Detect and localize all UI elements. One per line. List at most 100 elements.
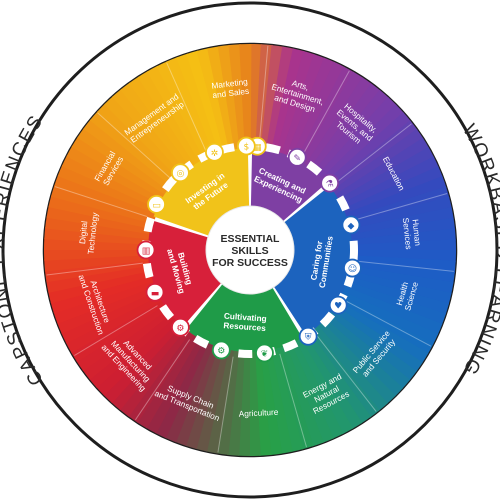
color-band-segment	[127, 330, 196, 423]
money-icon: $	[236, 136, 256, 156]
color-band-segment	[270, 48, 305, 154]
color-band-segment	[336, 147, 435, 206]
icon-badge	[298, 326, 318, 346]
color-band-segment	[207, 46, 236, 153]
color-band-segment	[336, 295, 434, 355]
color-band-segment	[349, 250, 456, 263]
icon-glyph: ⛨	[305, 333, 312, 343]
icon-glyph: ◆	[347, 221, 354, 231]
color-band-segment	[304, 77, 373, 170]
pathway-label: HumanServices	[401, 216, 424, 250]
color-band-segment	[349, 255, 456, 273]
color-band-segment	[270, 346, 304, 452]
color-band-segment	[96, 103, 180, 184]
sector-label: CultivatingResources	[223, 311, 267, 333]
center-label-line: ESSENTIAL	[221, 233, 281, 245]
color-band-segment	[343, 280, 446, 326]
icon-badge	[236, 136, 256, 156]
color-band-segment	[312, 89, 389, 177]
people-icon: ☺	[343, 258, 362, 278]
pathway-label-line: Services	[401, 217, 414, 250]
color-band-segment	[57, 285, 159, 334]
color-band-segment	[196, 48, 230, 154]
color-band-segment	[164, 341, 215, 443]
icon-badge	[341, 215, 361, 235]
color-band-segment	[176, 53, 220, 157]
color-band-segment	[70, 299, 167, 363]
color-band-segment	[54, 174, 157, 220]
color-band-segment	[345, 186, 450, 225]
icon-glyph: ✎	[293, 154, 301, 164]
color-band-segment	[333, 137, 430, 201]
icon-badge	[255, 343, 274, 363]
color-band-segment	[300, 71, 364, 167]
icon-glyph: ⚙	[217, 346, 225, 356]
color-band-segment	[259, 348, 283, 456]
color-band-segment	[217, 44, 241, 152]
sector-label-line: Resources	[223, 320, 266, 333]
pathway-divider	[345, 300, 432, 347]
color-band-segment	[338, 290, 439, 345]
color-band-segment	[82, 308, 173, 380]
truck-icon: ▬	[145, 282, 165, 302]
color-band-segment	[216, 348, 240, 455]
color-band-segment	[195, 346, 230, 452]
sector-label-line: Cultivating	[224, 311, 267, 324]
color-band-segment	[50, 275, 155, 314]
pathway-divider	[353, 193, 448, 221]
pathway-divider	[74, 305, 158, 357]
building-icon: ▥	[136, 240, 156, 260]
color-band-segment	[308, 327, 380, 418]
color-band-segment	[111, 323, 188, 411]
gear-icon: ⚙	[171, 317, 190, 337]
color-band-segment	[248, 349, 261, 457]
color-band-segment	[61, 290, 161, 344]
icon-badge	[320, 173, 340, 193]
pathway-divider	[301, 70, 350, 156]
heart-hands-icon: ♥	[328, 295, 348, 315]
color-band-segment	[186, 50, 225, 155]
color-band-segment	[77, 127, 170, 196]
pathway-divider	[97, 112, 171, 179]
science-flask-icon: ⚗	[320, 173, 340, 193]
pathway-label: Agriculture	[238, 407, 279, 419]
color-band-segment	[341, 166, 443, 215]
color-band-segment	[44, 227, 151, 245]
color-band-segment	[46, 264, 153, 293]
color-band-segment	[120, 82, 192, 173]
color-band-segment	[57, 164, 159, 215]
color-band-segment	[316, 320, 396, 405]
color-band-segment	[227, 349, 245, 456]
color-band-segment	[119, 327, 192, 417]
palette-icon: ✎	[287, 147, 307, 167]
color-band-segment	[136, 333, 200, 429]
color-band-segment	[265, 46, 295, 153]
pathway-divider	[334, 123, 412, 184]
pathway-divider	[279, 353, 307, 448]
pathway-label-line: Arts,	[291, 78, 310, 93]
color-band-segment	[155, 338, 210, 439]
icon-badge	[171, 163, 190, 183]
icon-glyph: ☺	[348, 264, 357, 275]
color-band-segment	[166, 57, 215, 159]
color-band-segment	[260, 45, 284, 152]
color-band-segment	[61, 155, 162, 210]
color-band-segment	[174, 343, 220, 446]
color-band-segment	[299, 333, 363, 430]
color-band-segment	[330, 304, 423, 373]
pathway-divider	[46, 262, 143, 276]
color-band-segment	[324, 112, 411, 188]
color-band-segment	[280, 343, 324, 447]
sector-wedge	[148, 220, 224, 327]
icon-glyph: $	[244, 143, 250, 153]
color-band-segment	[237, 349, 250, 456]
color-band-segment	[83, 119, 173, 192]
pathway-divider	[54, 186, 148, 218]
color-band-segment	[112, 89, 188, 176]
color-band-segment	[280, 54, 326, 157]
sector-wedge	[186, 281, 303, 352]
pathway-label-line: Agriculture	[238, 407, 279, 419]
graduation-cap-icon: ◆	[341, 215, 361, 235]
color-band-segment	[312, 324, 388, 411]
color-band-segment	[46, 205, 153, 235]
